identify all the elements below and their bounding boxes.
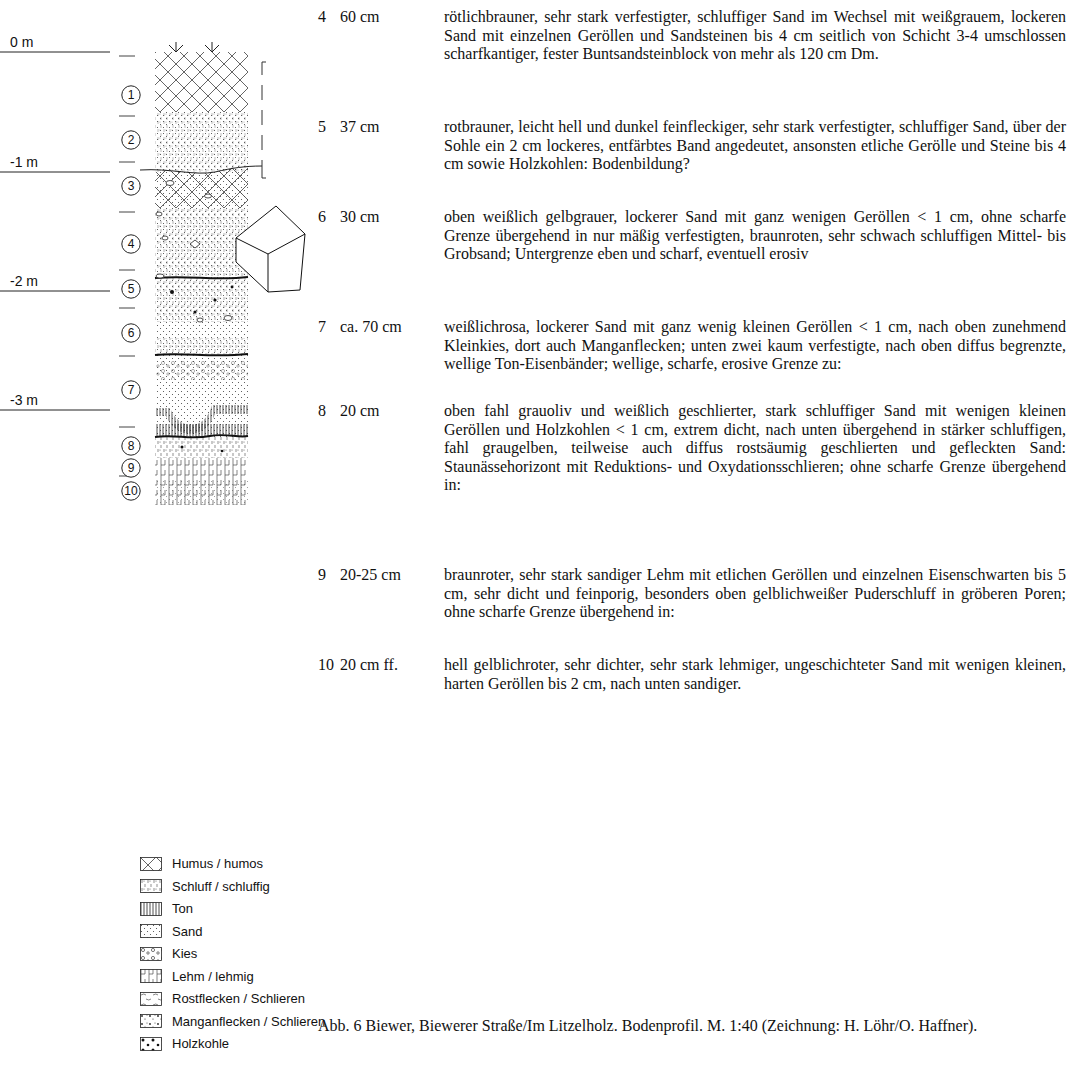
layer-number: 5 xyxy=(121,279,141,299)
layer-description: oben fahl grauoliv und weißlich geschlie… xyxy=(444,402,1066,495)
layer-number: 1 xyxy=(121,85,141,105)
thickness-label: 20 cm xyxy=(340,402,380,421)
layer-number-circle: 10 xyxy=(121,481,141,501)
layer-number-label: 10 xyxy=(318,656,334,675)
bracket xyxy=(262,62,266,178)
thickness-label: 30 cm xyxy=(340,208,380,227)
legend-text: Holzkohle xyxy=(172,1036,229,1051)
layer-number-label: 7 xyxy=(318,318,326,337)
thickness-label: 20 cm ff. xyxy=(340,656,398,675)
layer-number-label: 6 xyxy=(318,208,326,227)
layer-number-label: 5 xyxy=(318,118,326,137)
layer-number-circle: 4 xyxy=(121,234,141,254)
figure-caption: Abb. 6 Biewer, Biewerer Straße/Im Litzel… xyxy=(318,1016,1063,1035)
legend-text: Lehm / lehmig xyxy=(172,969,254,984)
legend-text: Rostflecken / Schlieren xyxy=(172,991,305,1006)
layer-number-circle: 5 xyxy=(121,279,141,299)
layer-number-circle: 9 xyxy=(121,458,141,478)
layer-description: rotbrauner, leicht hell und dunkel feinf… xyxy=(444,118,1066,174)
layer-number-circle: 7 xyxy=(121,380,141,400)
layer-number: 8 xyxy=(121,436,141,456)
layer-number-circle: 8 xyxy=(121,436,141,456)
layer-number-label: 4 xyxy=(318,8,326,27)
legend-text: Kies xyxy=(172,946,197,961)
legend-entry: Lehm / lehmig xyxy=(140,969,254,984)
thickness-label: 37 cm xyxy=(340,118,380,137)
legend-text: Schluff / schluffig xyxy=(172,879,270,894)
layer-ticks xyxy=(119,56,135,476)
depth-label: -2 m xyxy=(10,273,38,289)
legend-sample xyxy=(140,857,162,871)
layer-number-circle: 6 xyxy=(121,323,141,343)
thickness-label: 60 cm xyxy=(340,8,380,27)
legend-text: Sand xyxy=(172,924,202,939)
legend-sample xyxy=(140,947,162,961)
depth-scale xyxy=(0,52,110,410)
legend-entry: Schluff / schluffig xyxy=(140,879,270,894)
depth-label: 0 m xyxy=(10,34,33,50)
layer-number: 3 xyxy=(121,176,141,196)
legend-entry: Sand xyxy=(140,924,202,939)
layer-number-circle: 2 xyxy=(121,130,141,150)
legend-sample xyxy=(140,1014,162,1028)
layer-number-label: 8 xyxy=(318,402,326,421)
layer-number-label: 9 xyxy=(318,566,326,585)
layer-number: 10 xyxy=(121,481,141,501)
legend-entry: Rostflecken / Schlieren xyxy=(140,991,305,1006)
layer-description: braunroter, sehr stark sandiger Lehm mit… xyxy=(444,566,1066,622)
layer-number-circle: 3 xyxy=(121,176,141,196)
layer-number: 9 xyxy=(121,458,141,478)
layer-description: rötlichbrauner, sehr stark verfestigter,… xyxy=(444,8,1066,64)
layer-description: hell gelblichroter, sehr dichter, sehr s… xyxy=(444,656,1066,693)
legend-entry: Kies xyxy=(140,946,197,961)
layer-number-circle: 1 xyxy=(121,85,141,105)
legend-sample xyxy=(140,969,162,983)
depth-label: -1 m xyxy=(10,154,38,170)
thickness-label: ca. 70 cm xyxy=(340,318,402,337)
layer-description: oben weißlich gelbgrauer, lockerer Sand … xyxy=(444,208,1066,264)
legend-entry: Holzkohle xyxy=(140,1036,229,1051)
legend-text: Humus / humos xyxy=(172,856,263,871)
legend-sample xyxy=(140,992,162,1006)
legend-sample xyxy=(140,924,162,938)
layer-description: weißlichrosa, lockerer Sand mit ganz wen… xyxy=(444,318,1066,374)
legend-sample xyxy=(140,902,162,916)
legend-text: Manganflecken / Schlieren xyxy=(172,1014,325,1029)
legend-sample xyxy=(140,1037,162,1051)
layer-number: 6 xyxy=(121,323,141,343)
legend-entry: Humus / humos xyxy=(140,856,263,871)
legend-sample xyxy=(140,879,162,893)
legend-text: Ton xyxy=(172,901,193,916)
thickness-label: 20-25 cm xyxy=(340,566,401,585)
legend-entry: Manganflecken / Schlieren xyxy=(140,1014,325,1029)
sandstone-block xyxy=(236,206,305,292)
profile-column xyxy=(140,42,262,505)
layer-number: 7 xyxy=(121,380,141,400)
layer-number: 2 xyxy=(121,130,141,150)
layer-number: 4 xyxy=(121,234,141,254)
legend-entry: Ton xyxy=(140,901,193,916)
depth-label: -3 m xyxy=(10,392,38,408)
